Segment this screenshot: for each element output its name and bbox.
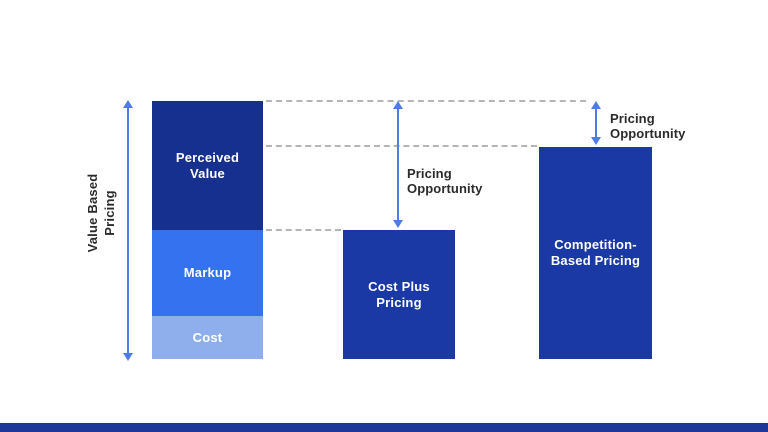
dashed-guide-competition-price-level bbox=[266, 145, 537, 147]
segment-markup-label: Markup bbox=[183, 265, 232, 280]
bar-competition-based-pricing-label: Competition- Based Pricing bbox=[550, 237, 641, 268]
bar-competition-based-pricing: Competition- Based Pricing bbox=[539, 147, 652, 359]
dashed-guide-perceived-value-level bbox=[266, 100, 586, 102]
pricing-opportunity-label-mid: Pricing Opportunity bbox=[407, 166, 483, 196]
pricing-opportunity-label-right: Pricing Opportunity bbox=[610, 111, 686, 141]
value-based-range-double-arrow-icon bbox=[123, 100, 133, 361]
pricing-opportunity-double-arrow-icon bbox=[393, 101, 403, 228]
segment-cost: Cost bbox=[152, 316, 263, 359]
footer-accent-bar bbox=[0, 423, 768, 432]
value-based-pricing-axis-label: Value Based Pricing bbox=[85, 173, 117, 253]
bar-cost-plus-pricing: Cost Plus Pricing bbox=[343, 230, 455, 359]
segment-markup: Markup bbox=[152, 230, 263, 316]
segment-perceived-value: Perceived Value bbox=[152, 101, 263, 230]
segment-cost-label: Cost bbox=[192, 329, 223, 345]
bar-cost-plus-pricing-label: Cost Plus Pricing bbox=[368, 278, 430, 310]
dashed-guide-cost-plus-level bbox=[266, 229, 341, 231]
pricing-opportunity-double-arrow-right-icon bbox=[591, 101, 601, 145]
segment-perceived-value-label: Perceived Value bbox=[175, 149, 240, 181]
